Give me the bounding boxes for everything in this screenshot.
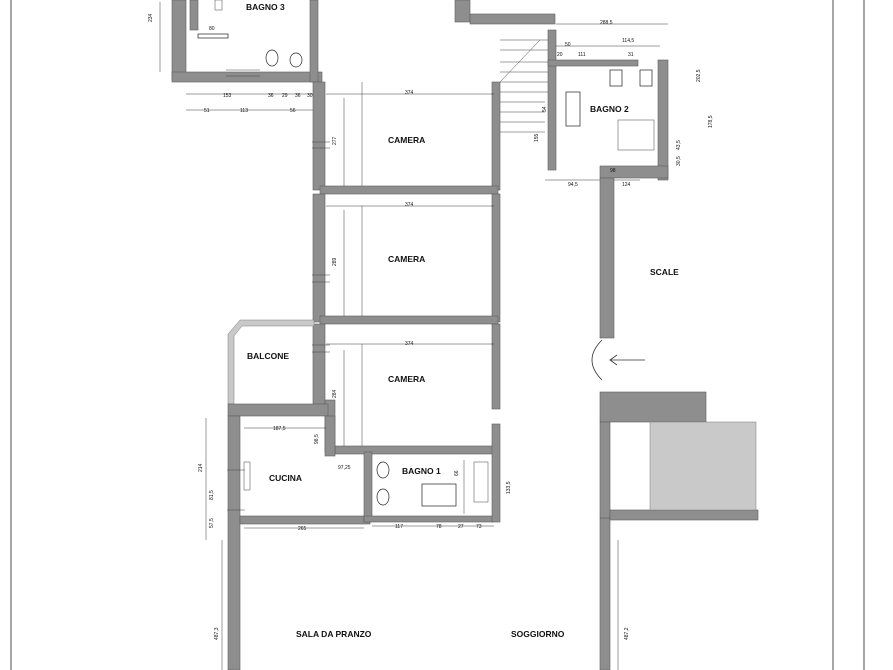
- camera-2-walls: [312, 193, 501, 325]
- dim-80: 80: [209, 26, 215, 32]
- bagno-2-shower: [617, 119, 655, 151]
- room-label-camera-1: CAMERA: [388, 135, 425, 145]
- room-label-cucina: CUCINA: [269, 473, 302, 483]
- dim-155: 155: [534, 133, 540, 142]
- bagno-1-sink: [421, 483, 457, 507]
- dim-284: 284: [332, 389, 338, 398]
- bagno-3-sink: [214, 0, 223, 11]
- bagno-1-bidet: [376, 488, 390, 506]
- dim-98: 98: [610, 168, 616, 174]
- room-label-camera-3: CAMERA: [388, 374, 425, 384]
- dim-56: 56: [290, 108, 296, 114]
- bagno-2-sink: [565, 91, 581, 127]
- bagno-1-shower: [473, 461, 489, 503]
- dim-57-5: 57,5: [209, 518, 215, 528]
- bagno-3-bidet: [289, 52, 303, 68]
- dim-178-5: 178,5: [708, 115, 714, 128]
- dim-234: 234: [148, 13, 154, 22]
- dim-277: 277: [332, 136, 338, 145]
- dim-214: 214: [198, 463, 204, 472]
- dim-66: 66: [454, 470, 460, 476]
- dim-43-5: 43,5: [676, 140, 682, 150]
- dim-124: 124: [622, 182, 631, 188]
- dim-81-5: 81,5: [209, 490, 215, 500]
- bagno-3-toilet: [265, 49, 279, 67]
- dim-51: 51: [204, 108, 210, 114]
- dim-73: 73: [476, 524, 482, 530]
- dim-36a: 36: [268, 93, 274, 99]
- dim-36b: 36: [295, 93, 301, 99]
- dim-288-5: 288,5: [600, 20, 613, 26]
- dim-30-5: 30,5: [676, 156, 682, 166]
- living-walls: [599, 517, 611, 670]
- stairs: [499, 39, 555, 133]
- dim-20: 20: [557, 52, 563, 58]
- camera-1-walls: [312, 81, 501, 195]
- dim-133-5: 133,5: [506, 481, 512, 494]
- dim-30a: 30: [307, 93, 313, 99]
- room-label-bagno-1: BAGNO 1: [402, 466, 441, 476]
- balcone-walls: [227, 319, 329, 417]
- dim-29a: 29: [282, 93, 288, 99]
- dim-97-25: 97,25: [338, 465, 351, 471]
- dim-114-5: 114,5: [622, 38, 634, 44]
- room-label-soggiorno: SOGGIORNO: [511, 629, 565, 639]
- bagno-3-shower-tray: [197, 33, 229, 39]
- dim-153: 153: [223, 93, 232, 99]
- dim-187-5: 187,5: [273, 426, 286, 432]
- bagno-2-bidet: [639, 69, 653, 87]
- dim-27: 27: [458, 524, 464, 530]
- dim-374-mid: 374: [405, 202, 414, 208]
- cucina-walls: [227, 415, 371, 670]
- bagno-1-toilet: [376, 461, 390, 479]
- dim-487-2: 487,2: [624, 627, 630, 640]
- room-label-bagno-2: BAGNO 2: [590, 104, 629, 114]
- bagno-1-walls: [363, 423, 501, 523]
- dim-117: 117: [395, 524, 403, 530]
- dim-94-5: 94,5: [568, 182, 578, 188]
- room-label-sala-da-pranzo: SALA DA PRANZO: [296, 629, 372, 639]
- dim-374-top: 374: [405, 90, 414, 96]
- dim-50: 50: [565, 42, 571, 48]
- dim-113: 113: [240, 108, 248, 114]
- room-label-scale: SCALE: [650, 267, 679, 277]
- dim-487-3: 487,3: [214, 627, 220, 640]
- bagno-3-walls: [171, 0, 556, 83]
- room-label-balcone: BALCONE: [247, 351, 289, 361]
- dim-374-low: 374: [405, 341, 414, 347]
- room-label-camera-2: CAMERA: [388, 254, 425, 264]
- dim-289: 289: [332, 257, 338, 266]
- dim-78: 78: [436, 524, 442, 530]
- dim-265: 265: [298, 526, 307, 532]
- entrance-door-swing: [591, 339, 603, 381]
- dim-202-5: 202,5: [696, 69, 702, 82]
- scale-walls: [599, 177, 759, 521]
- dim-54: 54: [542, 106, 548, 112]
- room-label-bagno-3: BAGNO 3: [246, 2, 285, 12]
- dim-31: 31: [628, 52, 634, 58]
- dim-111: 111: [578, 52, 586, 58]
- bagno-2-toilet: [609, 69, 623, 87]
- cucina-counter: [243, 461, 251, 491]
- dim-98-5: 98,5: [314, 434, 320, 444]
- bagno-2-walls: [547, 29, 669, 181]
